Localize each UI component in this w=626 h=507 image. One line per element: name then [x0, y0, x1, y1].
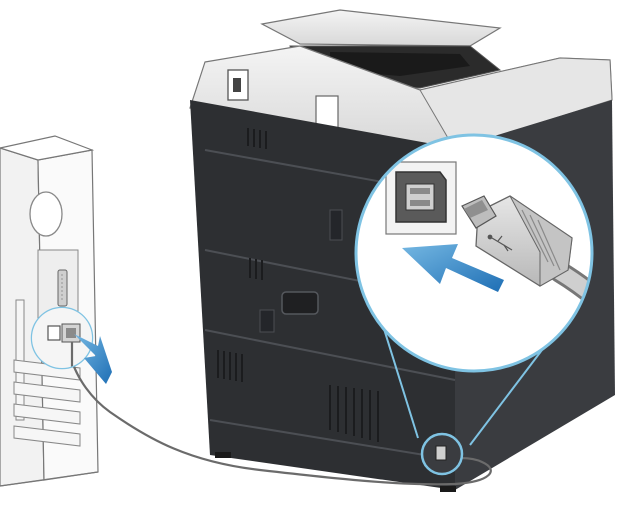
printer-usb-port [395, 171, 447, 223]
usb-symbol-icon [487, 234, 513, 252]
serial-port [57, 269, 68, 307]
usb-cable [66, 345, 492, 486]
expansion-slots [13, 299, 81, 447]
printer-vents [217, 128, 379, 442]
printer-handle [281, 291, 319, 315]
callout-pointer-right [469, 345, 546, 446]
printer-insert-arrow [402, 244, 504, 292]
computer-usb-callout [30, 306, 94, 370]
printer-usb-callout [354, 133, 594, 446]
computer-insert-arrow [74, 334, 112, 384]
printer-usb-port-indicator [420, 432, 464, 476]
computer-usb-port [47, 325, 61, 341]
tower-fan-opening [29, 191, 63, 237]
